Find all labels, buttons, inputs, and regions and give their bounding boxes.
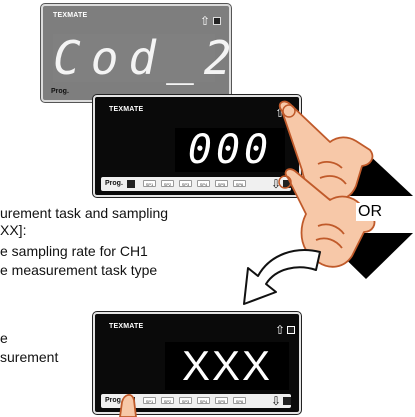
meter-bottom-display-text: XXX <box>181 342 273 389</box>
meter-bottom-down-icon: ⇩ <box>271 394 282 408</box>
meter-middle-prog-button[interactable] <box>127 180 135 188</box>
meter-middle-display-text: 000 <box>187 127 273 173</box>
meter-bottom-up-button[interactable] <box>287 326 295 334</box>
meter-bottom-up-icon: ⇧ <box>275 323 286 337</box>
meter-top-up-icon: ⇧ <box>200 14 211 28</box>
hand-prog-icon <box>119 394 137 417</box>
text-line-2: XX]: <box>0 222 27 238</box>
curved-arrow-icon <box>243 249 321 305</box>
meter-bottom-sp1: SP1 <box>143 397 156 404</box>
meter-middle-down-icon: ⇩ <box>271 177 282 191</box>
meter-top-display: Cod_2 <box>53 31 242 85</box>
text-line-3: e sampling rate for CH1 <box>0 243 148 259</box>
text-line-5: e <box>0 330 8 346</box>
meter-top-prog-label: Prog. <box>51 88 69 95</box>
or-label: OR <box>356 203 384 221</box>
up-button-highlight <box>282 104 296 118</box>
meter-bottom-sp6: SP6 <box>233 397 246 404</box>
text-line-6: surement <box>0 349 59 365</box>
meter-middle-sp1: SP1 <box>143 180 156 187</box>
meter-bottom-sp4: SP4 <box>197 397 210 404</box>
meter-middle-display: 000 <box>175 128 285 172</box>
meter-bottom-brand: TEXMATE <box>109 323 144 330</box>
meter-middle-sp6: SP6 <box>233 180 246 187</box>
meter-bottom-sp2: SP2 <box>161 397 174 404</box>
meter-top-brand: TEXMATE <box>53 12 88 19</box>
down-button-highlight <box>278 175 292 189</box>
text-line-1: urement task and sampling <box>0 205 169 221</box>
meter-middle-sp4: SP4 <box>197 180 210 187</box>
meter-bottom-prog-label: Prog. <box>105 397 123 404</box>
meter-bottom-down-button[interactable] <box>283 397 291 405</box>
text-line-4: e measurement task type <box>0 262 158 278</box>
meter-middle-brand: TEXMATE <box>109 106 144 113</box>
meter-top-square-icon <box>213 17 221 25</box>
meter-bottom: TEXMATE ⇧ XXX Prog. SP1 SP2 SP3 SP4 SP5 … <box>93 312 301 414</box>
meter-top: TEXMATE ⇧ Cod_2 Prog. <box>41 4 231 102</box>
meter-middle-sp3: SP3 <box>179 180 192 187</box>
meter-bottom-display: XXX <box>165 342 289 390</box>
meter-middle-sp5: SP5 <box>215 180 228 187</box>
meter-middle-up-icon: ⇧ <box>275 106 286 120</box>
meter-bottom-sp5: SP5 <box>215 397 228 404</box>
meter-middle-prog-label: Prog. <box>105 180 123 187</box>
hand-lower-icon <box>284 168 376 268</box>
meter-bottom-sp3: SP3 <box>179 397 192 404</box>
meter-middle-sp2: SP2 <box>161 180 174 187</box>
meter-middle: TEXMATE ⇧ 000 Prog. SP1 SP2 SP3 SP4 SP5 … <box>93 95 301 197</box>
meter-top-display-text: Cod_2 <box>53 31 242 85</box>
